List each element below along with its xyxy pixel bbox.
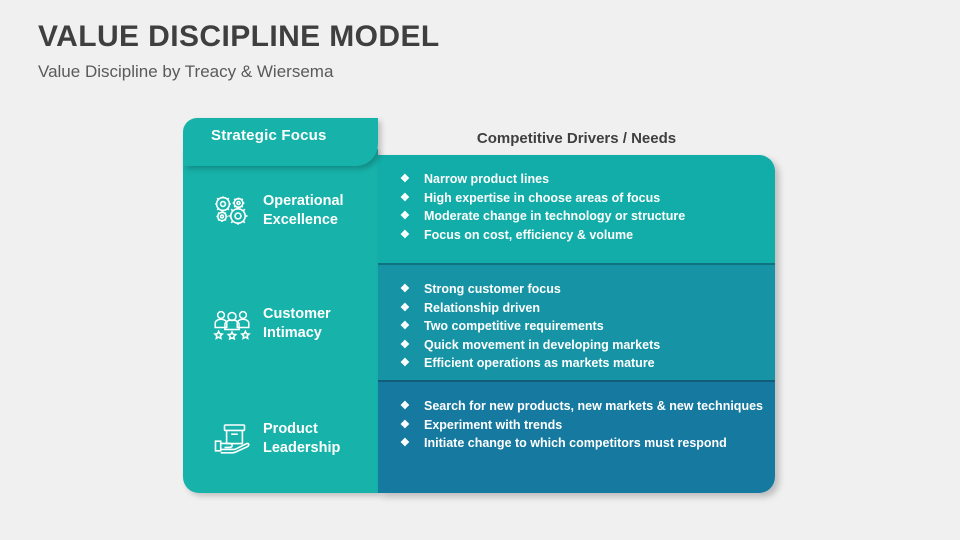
row-label-line-1: Product <box>263 421 318 437</box>
list-item-text: Experiment with trends <box>424 417 563 432</box>
list-item: ❖ Two competitive requirements <box>400 318 769 336</box>
hand-box-icon <box>209 422 255 456</box>
bullet-diamond-icon: ❖ <box>400 191 410 204</box>
list-item-text: Relationship driven <box>424 300 540 315</box>
list-item: ❖ Search for new products, new markets &… <box>400 398 769 416</box>
strategic-focus-header-label: Strategic Focus <box>211 127 327 144</box>
list-item-text: Quick movement in developing markets <box>424 337 661 352</box>
bullet-diamond-icon: ❖ <box>400 320 410 332</box>
row-label-line-1: Customer <box>263 306 331 322</box>
list-item-text: Moderate change in technology or structu… <box>424 209 686 223</box>
bullet-diamond-icon: ❖ <box>400 338 410 351</box>
page-title: VALUE DISCIPLINE MODEL <box>38 20 440 53</box>
list-item: ❖ Quick movement in developing markets <box>400 337 769 355</box>
row-label-line-2: Leadership <box>263 440 341 456</box>
bullet-diamond-icon: ❖ <box>400 357 410 369</box>
list-item: ❖ Efficient operations as markets mature <box>400 355 769 373</box>
row-label-line-2: Intimacy <box>263 325 322 341</box>
list-item-text: Two competitive requirements <box>424 319 604 333</box>
strategic-focus-row-product-leadership: Product Leadership <box>183 410 378 468</box>
bullet-diamond-icon: ❖ <box>400 283 410 295</box>
bullet-diamond-icon: ❖ <box>400 228 410 241</box>
strategic-focus-tab: Strategic Focus <box>183 118 378 166</box>
row-label-text: Customer Intimacy <box>263 305 331 343</box>
bullet-diamond-icon: ❖ <box>400 437 410 449</box>
row-label-line-2: Excellence <box>263 212 338 228</box>
row-label-line-1: Operational <box>263 193 344 209</box>
list-item: ❖ Initiate change to which competitors m… <box>400 435 769 453</box>
people-stars-icon <box>209 308 255 340</box>
list-item: ❖ Narrow product lines <box>400 171 769 189</box>
list-item: ❖ Relationship driven <box>400 300 769 318</box>
bullet-diamond-icon: ❖ <box>400 210 410 222</box>
list-item: ❖ Moderate change in technology or struc… <box>400 208 769 226</box>
drivers-panel-customer-intimacy: ❖ Strong customer focus ❖ Relationship d… <box>378 263 775 380</box>
strategic-focus-row-operational-excellence: Operational Excellence <box>183 182 378 240</box>
list-item: ❖ Strong customer focus <box>400 281 769 299</box>
list-item-text: Search for new products, new markets & n… <box>424 399 763 413</box>
drivers-panel-product-leadership: ❖ Search for new products, new markets &… <box>378 380 775 493</box>
list-item-text: Efficient operations as markets mature <box>424 356 655 370</box>
list-item-text: Focus on cost, efficiency & volume <box>424 227 634 242</box>
bullet-diamond-icon: ❖ <box>400 418 410 431</box>
drivers-panel-stack: ❖ Narrow product lines ❖ High expertise … <box>378 155 775 493</box>
list-item: ❖ Focus on cost, efficiency & volume <box>400 227 769 245</box>
strategic-focus-row-customer-intimacy: Customer Intimacy <box>183 295 378 353</box>
bullet-diamond-icon: ❖ <box>400 400 410 412</box>
list-item-text: High expertise in choose areas of focus <box>424 190 661 205</box>
bullet-diamond-icon: ❖ <box>400 173 410 185</box>
row-label-text: Product Leadership <box>263 420 340 458</box>
list-item-text: Strong customer focus <box>424 282 561 296</box>
bullet-diamond-icon: ❖ <box>400 301 410 314</box>
drivers-panel-operational-excellence: ❖ Narrow product lines ❖ High expertise … <box>378 155 775 263</box>
row-label-text: Operational Excellence <box>263 192 344 230</box>
list-item: ❖ Experiment with trends <box>400 417 769 435</box>
value-discipline-diagram: Strategic Focus Competitive Drivers / Ne… <box>183 118 775 493</box>
list-item: ❖ High expertise in choose areas of focu… <box>400 190 769 208</box>
page-subtitle: Value Discipline by Treacy & Wiersema <box>38 62 334 81</box>
list-item-text: Initiate change to which competitors mus… <box>424 436 727 450</box>
competitive-drivers-header: Competitive Drivers / Needs <box>476 129 677 147</box>
gears-icon <box>209 195 255 227</box>
list-item-text: Narrow product lines <box>424 172 550 186</box>
